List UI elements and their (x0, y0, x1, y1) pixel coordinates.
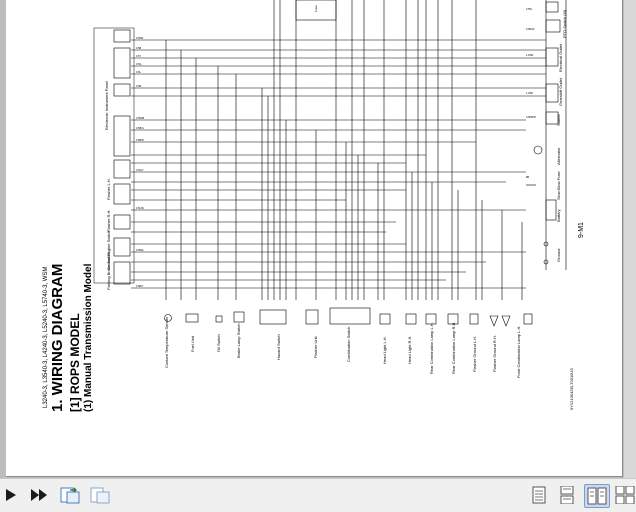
wiring-diagram: 0.85W 0.5B 0.5Y 0.5G 0.5L 0.5R 0.5W/B 0.5B/G 0… (93, 0, 567, 327)
insert-pages-icon (90, 487, 110, 504)
svg-text:0.5B/G: 0.5B/G (136, 127, 144, 130)
svg-text:0.85W: 0.85W (136, 37, 144, 40)
svg-text:0.5B/Y: 0.5B/Y (136, 285, 144, 288)
label-ground: Ground (556, 248, 561, 262)
skip-forward-icon (31, 489, 47, 501)
label-head-light-rh: Head Light R.H. (407, 335, 412, 364)
label-electrical-outlet: Electrical Outlet (558, 43, 563, 72)
document-viewer[interactable]: 0.85W 0.5B 0.5Y 0.5G 0.5L 0.5R 0.5W/B 0.5B/G 0… (0, 0, 636, 478)
label-hazard-switch: Hazard Switch (276, 334, 281, 360)
label-coolant-temperature-sender: Coolant Temperature Sender (164, 316, 169, 368)
label-battery: Battery (556, 209, 561, 222)
svg-text:0.5L/W: 0.5L/W (136, 207, 145, 210)
svg-text:1.25R: 1.25R (526, 92, 533, 95)
svg-text:0.5W: 0.5W (526, 8, 532, 11)
svg-text:0.5L: 0.5L (136, 71, 141, 74)
next-page-button[interactable] (2, 484, 20, 506)
label-flasher-lh: Flasher L.H. (106, 178, 111, 200)
bottom-toolbar (0, 478, 636, 512)
last-page-button[interactable] (28, 484, 50, 506)
svg-text:0.5Y: 0.5Y (136, 55, 141, 58)
page-sub-subtitle: (1) Manual Transmission Model (83, 263, 94, 412)
svg-text:8B: 8B (526, 176, 529, 179)
svg-text:0.5W/B: 0.5W/B (136, 117, 145, 120)
facing-view-button[interactable] (584, 484, 610, 508)
continuous-view-button[interactable] (556, 484, 578, 506)
page-title: 1. WIRING DIAGRAM (49, 263, 66, 412)
svg-text:0.5B/R: 0.5B/R (136, 139, 144, 142)
label-oil-switch: Oil Switch (216, 334, 221, 352)
label-electronic-instrument-panel: Electronic Instrument Panel (104, 81, 109, 130)
continuous-page-icon (560, 486, 574, 504)
continuous-facing-view-button[interactable] (614, 484, 636, 506)
label-brake-lamp-switch: Brake Lamp Switch (236, 323, 241, 358)
label-flasher-ground-rh: Flasher Ground R.H. (492, 335, 497, 372)
label-rear-combination-lamp-lh: Rear Combination Lamp L.H. (429, 322, 434, 374)
label-front-combination-lamp-lh: Front Combination Lamp L.H. (516, 325, 521, 378)
insert-pages-button[interactable] (88, 484, 112, 506)
svg-text:0.5W/L: 0.5W/L (136, 249, 145, 252)
svg-text:0.5R/W: 0.5R/W (526, 28, 535, 31)
label-flasher-ground-lh: Flasher Ground L.H. (472, 335, 477, 372)
facing-pages-icon (587, 487, 607, 505)
vertical-scrollbar[interactable] (624, 0, 636, 478)
label-combination-switch: Combination Switch (346, 326, 351, 362)
svg-text:0.5G/Y: 0.5G/Y (136, 169, 144, 172)
label-fuel-unit: Fuel Unit (190, 335, 195, 352)
label-flasher-rh: Flasher R.H. (106, 209, 111, 232)
svg-text:0.5B: 0.5B (136, 47, 141, 50)
label-neutral-engine-switch: Neutral Engine Switch (106, 230, 111, 270)
label-pto-switch: PTO Switch (M) (562, 9, 567, 38)
document-page: 0.85W 0.5B 0.5Y 0.5G 0.5L 0.5R 0.5W/B 0.5B/G 0… (6, 0, 623, 477)
svg-text:0.5R: 0.5R (136, 85, 141, 88)
extract-pages-button[interactable] (58, 484, 82, 506)
label-alternator: Alternator (556, 147, 561, 165)
page-subtitle: [1] ROPS MODEL (68, 313, 82, 412)
continuous-facing-icon (615, 486, 635, 504)
svg-text:0.85W/R: 0.85W/R (526, 116, 536, 119)
svg-text:1.25W: 1.25W (526, 54, 534, 57)
play-icon (6, 489, 16, 501)
single-page-icon (532, 486, 546, 504)
label-head-light-lh: Head Light L.H. (382, 336, 387, 364)
label-fuse: Fuse (314, 5, 318, 12)
doc-code: 9Y1210542ELT0010US (569, 368, 574, 410)
label-slow-blow-fuse: Slow-Blow Fuse (556, 171, 561, 200)
label-starter: Starter (556, 113, 561, 126)
label-gearshift-outlet: Gearshift Outlet (558, 77, 563, 106)
single-page-view-button[interactable] (528, 484, 550, 506)
extract-pages-icon (60, 487, 80, 504)
label-flasher-unit: Flasher Unit (313, 336, 318, 358)
svg-text:0.5G: 0.5G (136, 63, 141, 66)
label-rear-combination-lamp-rh: Rear Combination Lamp R.H. (451, 321, 456, 374)
page-number: 9-M1 (578, 222, 585, 238)
